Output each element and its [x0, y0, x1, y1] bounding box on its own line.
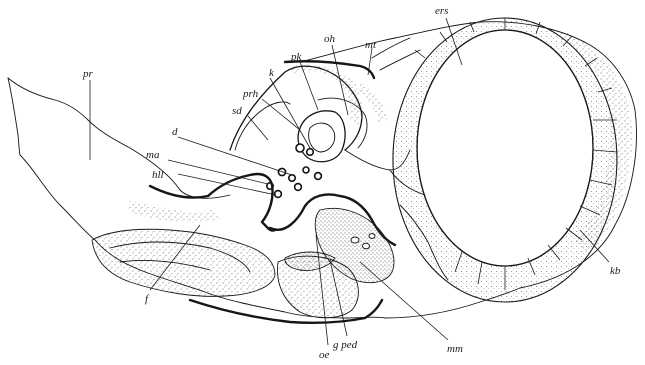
label-mm: mm: [447, 343, 463, 355]
label-ers: ers: [435, 5, 448, 17]
label-mt: mt: [365, 39, 377, 51]
label-kb: kb: [610, 265, 621, 277]
label-pk: pk: [290, 51, 303, 63]
label-k: k: [269, 67, 275, 79]
label-oe: oe: [319, 349, 330, 361]
pericardial-outline: [235, 102, 290, 150]
label-prh: prh: [242, 88, 259, 100]
mantle-edge: [372, 38, 420, 70]
label-sd: sd: [232, 105, 242, 117]
label-d: d: [172, 126, 178, 138]
small-ganglia: [267, 144, 322, 197]
optic-body: [298, 111, 345, 162]
base-stipple: [128, 200, 220, 223]
label-oh: oh: [324, 33, 336, 45]
label-ma: ma: [146, 149, 160, 161]
body-outline-left: [8, 78, 20, 155]
label-pr: pr: [82, 68, 94, 80]
optic-body-inner: [309, 123, 335, 152]
yolk-sac-inner: [417, 30, 593, 266]
label-gped: g ped: [333, 339, 358, 351]
label-hll: hll: [152, 169, 164, 181]
gut-loop-left-bold: [150, 186, 208, 198]
foot-region: [92, 229, 275, 296]
yolk-sac-cell-layer: [393, 18, 617, 302]
brain-stipple: [290, 65, 362, 125]
label-f: f: [145, 293, 150, 305]
